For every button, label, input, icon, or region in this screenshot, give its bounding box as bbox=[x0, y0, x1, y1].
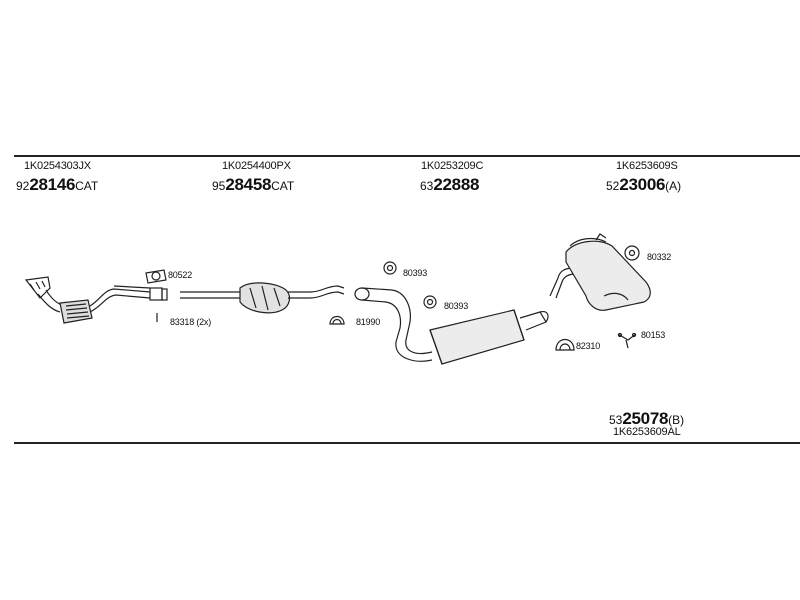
label-ring-80393-b: 80393 bbox=[444, 301, 469, 311]
part-suffix: (A) bbox=[665, 179, 682, 193]
bracket-80153 bbox=[617, 332, 637, 349]
catalyst-pipe bbox=[180, 282, 345, 314]
ring-80393-a bbox=[383, 261, 397, 275]
part-suffix: (B) bbox=[668, 413, 685, 427]
part-prefix: 95 bbox=[212, 179, 226, 193]
front-pipe-with-catalyst bbox=[24, 276, 163, 324]
oe-number-alt-rear-silencer: 1K6253609AL bbox=[613, 426, 681, 438]
ring-80393-b bbox=[423, 295, 437, 309]
gasket-80522 bbox=[145, 269, 167, 284]
part-main: 23006 bbox=[619, 175, 666, 194]
rear-silencer bbox=[549, 233, 651, 311]
part-prefix: 52 bbox=[606, 179, 620, 193]
oe-number-catalyst: 1K0254400PX bbox=[222, 160, 291, 172]
part-number-catalyst: 9528458CAT bbox=[212, 176, 294, 194]
label-ring-81990: 81990 bbox=[356, 317, 381, 327]
middle-silencer bbox=[354, 287, 549, 365]
label-gasket-80522: 80522 bbox=[168, 270, 193, 280]
part-main: 28458 bbox=[225, 175, 272, 194]
label-clamp-83318: 83318 (2x) bbox=[170, 317, 212, 327]
part-main: 22888 bbox=[433, 175, 480, 194]
part-number-front-pipe: 9228146CAT bbox=[16, 176, 98, 194]
part-number-middle-silencer: 6322888 bbox=[420, 176, 479, 194]
clamp-82310 bbox=[555, 338, 575, 351]
label-bracket-80153: 80153 bbox=[641, 330, 666, 340]
oe-number-middle-silencer: 1K0253209C bbox=[421, 160, 484, 172]
part-suffix: CAT bbox=[75, 179, 99, 193]
ring-81990 bbox=[329, 315, 345, 325]
part-prefix: 53 bbox=[609, 413, 623, 427]
clamp-83318 bbox=[156, 288, 168, 322]
part-number-rear-silencer: 5223006(A) bbox=[606, 176, 681, 194]
part-suffix: CAT bbox=[271, 179, 295, 193]
oe-number-front-pipe: 1K0254303JX bbox=[24, 160, 91, 172]
hanger-80332 bbox=[624, 245, 640, 261]
part-main: 25078 bbox=[622, 409, 669, 428]
label-clamp-82310: 82310 bbox=[576, 341, 601, 351]
part-prefix: 63 bbox=[420, 179, 434, 193]
part-main: 28146 bbox=[29, 175, 76, 194]
bottom-rule bbox=[14, 442, 800, 444]
top-rule bbox=[14, 155, 800, 157]
part-prefix: 92 bbox=[16, 179, 30, 193]
part-number-alt-rear-silencer: 5325078(B) bbox=[609, 410, 684, 428]
label-ring-80393-a: 80393 bbox=[403, 268, 428, 278]
oe-number-rear-silencer: 1K6253609S bbox=[616, 160, 678, 172]
label-hanger-80332: 80332 bbox=[647, 252, 672, 262]
